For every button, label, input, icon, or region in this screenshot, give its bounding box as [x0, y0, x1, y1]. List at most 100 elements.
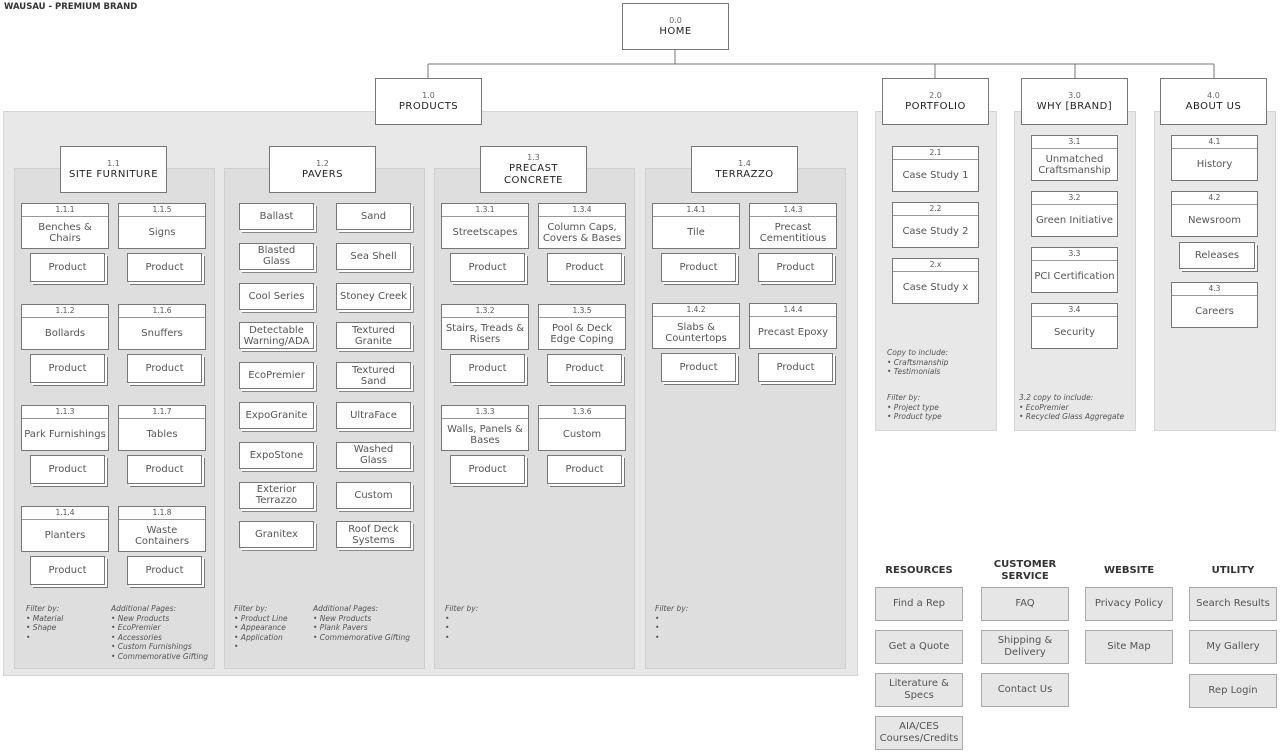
paver-item[interactable]: ExpoStone — [239, 441, 314, 469]
product-box[interactable]: Product — [450, 455, 525, 484]
paver-item[interactable]: Detectable Warning/ADA — [239, 322, 314, 350]
product-box[interactable]: Product — [758, 253, 833, 282]
paver-item[interactable]: Textured Sand — [336, 362, 411, 390]
page-label: Newsroom — [1188, 215, 1241, 226]
customer-link-button[interactable]: Shipping & Delivery — [981, 630, 1069, 664]
utility-link-button[interactable]: Search Results — [1189, 587, 1277, 621]
portfolio-node[interactable]: 2.0 PORTFOLIO — [882, 78, 989, 125]
site-additional-item: • New Products — [111, 613, 170, 623]
product-box[interactable]: Product — [127, 354, 202, 383]
product-box[interactable]: Product — [30, 354, 105, 383]
paver-item[interactable]: Granitex — [239, 521, 314, 549]
products-node[interactable]: 1.0 PRODUCTS — [375, 78, 482, 125]
resources-link-button[interactable]: AIA/CES Courses/Credits — [875, 716, 963, 750]
paver-item[interactable]: Roof Deck Systems — [336, 521, 411, 549]
paver-item[interactable]: Sand — [336, 203, 411, 230]
subcategory-label: Park Furnishings — [24, 429, 106, 440]
resources-link-button[interactable]: Literature & Specs — [875, 673, 963, 707]
releases-box[interactable]: Releases — [1179, 242, 1255, 269]
product-box[interactable]: Product — [547, 253, 622, 282]
paver-item[interactable]: Cool Series — [239, 282, 314, 310]
product-box[interactable]: Product — [450, 354, 525, 383]
about-node[interactable]: 4.0 ABOUT US — [1160, 78, 1267, 125]
home-node[interactable]: 0.0 HOME — [622, 3, 729, 50]
product-box[interactable]: Product — [758, 353, 833, 382]
subcategory-number: 1.3.1 — [442, 204, 528, 217]
product-box[interactable]: Product — [30, 455, 105, 484]
product-box[interactable]: Product — [661, 253, 736, 282]
paver-item[interactable]: Washed Glass — [336, 441, 411, 469]
paver-item[interactable]: Blasted Glass — [239, 242, 314, 270]
utility-link-button[interactable]: My Gallery — [1189, 630, 1277, 664]
site-furniture-node[interactable]: 1.1 SITE FURNITURE — [60, 146, 167, 193]
product-box[interactable]: Product — [127, 253, 202, 282]
precast-node[interactable]: 1.3 PRECAST CONCRETE — [480, 146, 587, 193]
paver-item[interactable]: UltraFace — [336, 402, 411, 429]
resources-link-button[interactable]: Find a Rep — [875, 587, 963, 621]
product-box[interactable]: Product — [127, 556, 202, 585]
customer-link-button[interactable]: FAQ — [981, 587, 1069, 621]
subcategory-number: 1.3.6 — [539, 406, 625, 419]
portfolio-filter-item: • Product type — [887, 412, 942, 421]
site-filter-item: • — [26, 632, 31, 642]
pavers-node[interactable]: 1.2 PAVERS — [269, 146, 376, 193]
product-box[interactable]: Product — [30, 556, 105, 585]
product-box[interactable]: Product — [547, 455, 622, 484]
page-title: WAUSAU - PREMIUM BRAND — [4, 2, 138, 12]
site-additional-title: Additional Pages: — [111, 604, 177, 613]
terrazzo-node[interactable]: 1.4 TERRAZZO — [691, 146, 798, 193]
utility-link-button[interactable]: Rep Login — [1189, 674, 1277, 708]
paver-item[interactable]: ExpoGranite — [239, 402, 314, 429]
paver-item[interactable]: Stoney Creek — [336, 282, 411, 310]
website-link-button[interactable]: Privacy Policy — [1085, 587, 1173, 621]
paver-item[interactable]: Custom — [336, 481, 411, 509]
paver-item[interactable]: Exterior Terrazzo — [239, 481, 314, 509]
product-box[interactable]: Product — [127, 455, 202, 484]
product-box[interactable]: Product — [450, 253, 525, 282]
product-box[interactable]: Product — [30, 253, 105, 282]
paver-item[interactable]: Textured Granite — [336, 322, 411, 350]
page-number: 4.1 — [1172, 136, 1257, 149]
page-label: Case Study x — [902, 282, 969, 293]
precast-number: 1.3 — [527, 152, 540, 162]
website-link-button[interactable]: Site Map — [1085, 630, 1173, 664]
paver-item[interactable]: Ballast — [239, 203, 314, 230]
about-number: 4.0 — [1207, 90, 1220, 100]
resources-link-button[interactable]: Get a Quote — [875, 630, 963, 664]
paver-item[interactable]: Sea Shell — [336, 242, 411, 270]
customer-link-button[interactable]: Contact Us — [981, 673, 1069, 707]
product-box[interactable]: Product — [547, 354, 622, 383]
why-node[interactable]: 3.0 WHY [BRAND] — [1021, 78, 1128, 125]
paver-item[interactable]: EcoPremier — [239, 362, 314, 390]
product-box[interactable]: Product — [661, 353, 736, 382]
subcategory-number: 1.4.4 — [750, 304, 836, 317]
